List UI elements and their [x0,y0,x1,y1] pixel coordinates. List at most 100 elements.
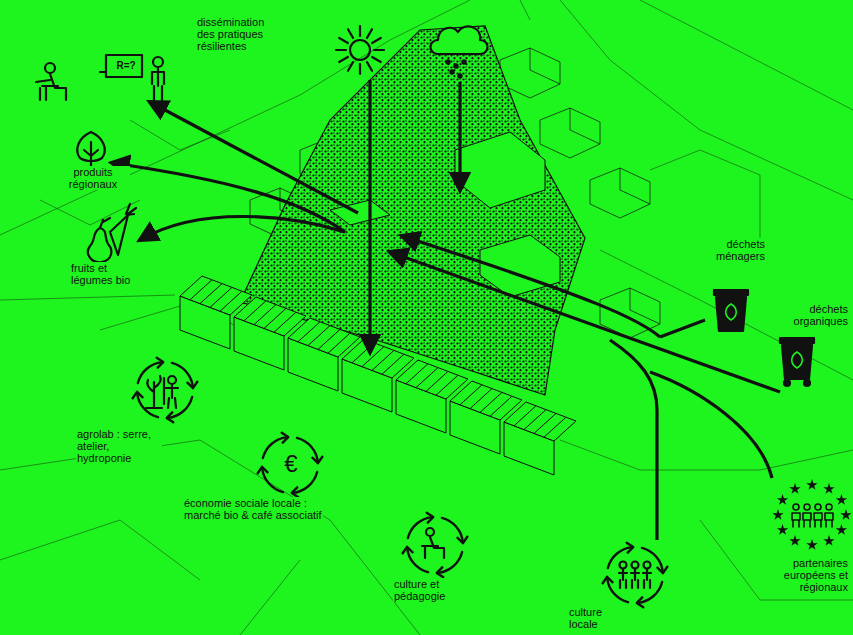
flow-label: fruits et légumes bio [70,262,146,286]
dissemination-icon [36,74,66,100]
euro-cycle-icon [312,457,323,464]
sun-icon [372,38,381,43]
european-partners-icon [826,504,832,510]
greenhouse-rib [210,287,232,307]
house-outline [590,168,650,218]
street-line [560,440,853,470]
european-partners-icon [815,504,821,510]
sun-icon [348,29,353,38]
garden [180,26,585,475]
greenhouse-rib [480,392,502,412]
rain-cloud-icon [431,26,488,54]
european-partners-icon [792,513,800,527]
pedagogy-icon [426,528,434,536]
local-culture-icon [627,542,634,553]
euro-sign: € [276,450,306,478]
greenhouse-rib [436,375,458,395]
rain-cloud-icon [462,60,465,63]
organic-bin-icon [804,380,810,386]
sun-icon [359,26,361,36]
sun-icon [374,49,384,51]
garden-planting [240,26,585,395]
rain-cloud-icon [431,26,488,77]
street-line [40,200,140,225]
greenhouse-rib [254,305,276,325]
pedagogy-icon [427,512,434,523]
local-culture-icon [620,562,627,569]
activity-label: culture et pédagogie [393,578,469,602]
greenhouse-rib [264,308,286,328]
rain-cloud-icon [450,70,453,73]
dissemination-icon [45,63,55,73]
pedagogy-icon [436,567,443,578]
flow-label: déchets ménagers [688,238,766,262]
greenhouse-rib [382,354,404,374]
greenhouse-rib [490,396,512,416]
street-line [240,560,300,635]
flow-arrow [368,80,371,352]
flow-label: déchets organiques [767,303,849,327]
rain-cloud-icon [454,64,457,67]
sun-icon [372,57,381,62]
european-partners-icon [777,494,788,505]
pedagogy-icon [457,537,468,544]
european-partners-icon [777,524,788,535]
local-culture-icon [632,562,639,569]
local-culture-icon [636,597,643,608]
european-partners-icon [814,513,822,527]
local-culture-icon [602,542,668,608]
sun-icon [339,57,348,62]
greenhouse-rib [524,410,546,430]
street-line [0,440,420,635]
local-culture-icon [619,569,627,588]
fruit-icon [110,204,136,255]
greenhouse-roof [288,318,360,357]
sun-icon [350,40,370,60]
greenhouse-rib [274,312,296,332]
agrolab-icon [157,357,164,368]
pedagogy-icon [422,537,444,558]
street-line [650,150,760,240]
greenhouse-rib [308,326,330,346]
local-culture-icon [631,569,639,588]
organic-bin-icon [782,345,812,379]
agrolab-icon [132,391,143,398]
flow-arrow [140,216,345,240]
flow-arrow [458,82,461,190]
flow-arrow [660,320,705,337]
greenhouse-rib [534,413,556,433]
street-line [0,520,200,580]
european-partners-icon [803,513,811,527]
euro-cycle-icon [257,432,323,498]
dissemination-icon [36,55,164,100]
greenhouse-roof [342,339,414,378]
sun-icon [336,26,384,74]
household-bin-icon [714,290,748,331]
dissemination-icon [152,68,164,100]
greenhouse-rib [244,301,266,321]
european-partners-icon [793,504,799,510]
flow-arrow [650,372,772,478]
greenhouse-roof [504,402,576,441]
greenhouse-rib [544,417,566,437]
organic-bin-icon [780,338,814,386]
greenhouse-rib [406,364,428,384]
street-line [560,0,853,200]
organic-bin-icon [792,352,803,368]
greenhouse-rib [190,280,212,300]
sun-icon [367,29,372,38]
flow-arrow [402,236,660,337]
agrolab-icon [168,376,176,384]
household-bin-icon [726,304,737,320]
greenhouse-rib [200,284,222,304]
local-culture-icon [602,576,613,583]
agrolab-icon [164,378,178,408]
sun-icon [359,64,361,74]
euro-cycle-icon [257,466,268,473]
organic-bin-icon [784,380,790,386]
street-line [600,250,853,380]
greenhouse-rib [372,350,394,370]
greenhouse-rib [298,322,320,342]
greenhouse-rib [328,333,350,353]
rain-cloud-icon [458,74,461,77]
